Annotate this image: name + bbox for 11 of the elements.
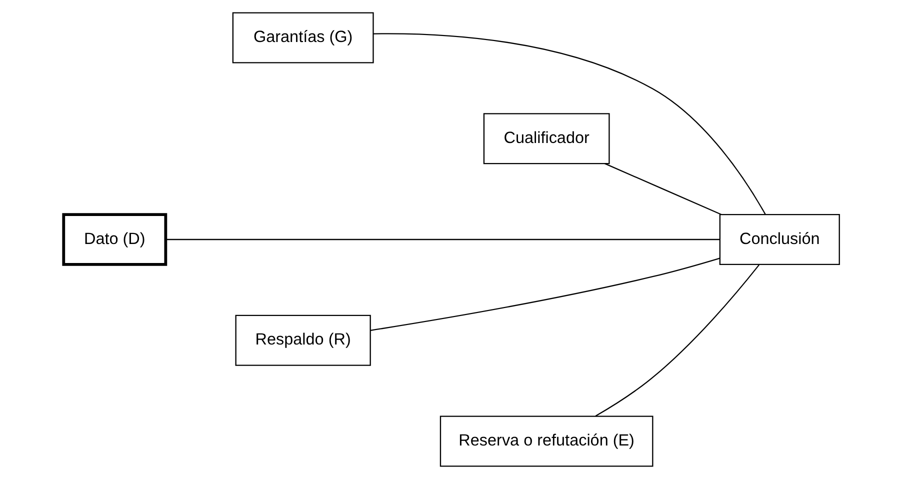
node-box: Cualificador [482, 113, 610, 164]
node-box: Conclusión [718, 214, 840, 265]
node-box: Respaldo (R) [234, 314, 370, 366]
connector [604, 163, 722, 216]
connector [594, 264, 759, 417]
connector [372, 33, 766, 215]
node-box: Garantías (G) [232, 12, 374, 64]
connector [370, 258, 720, 331]
node-box: Reserva o refutación (E) [439, 416, 653, 467]
node-box: Dato (D) [62, 213, 167, 266]
connector [166, 238, 720, 240]
